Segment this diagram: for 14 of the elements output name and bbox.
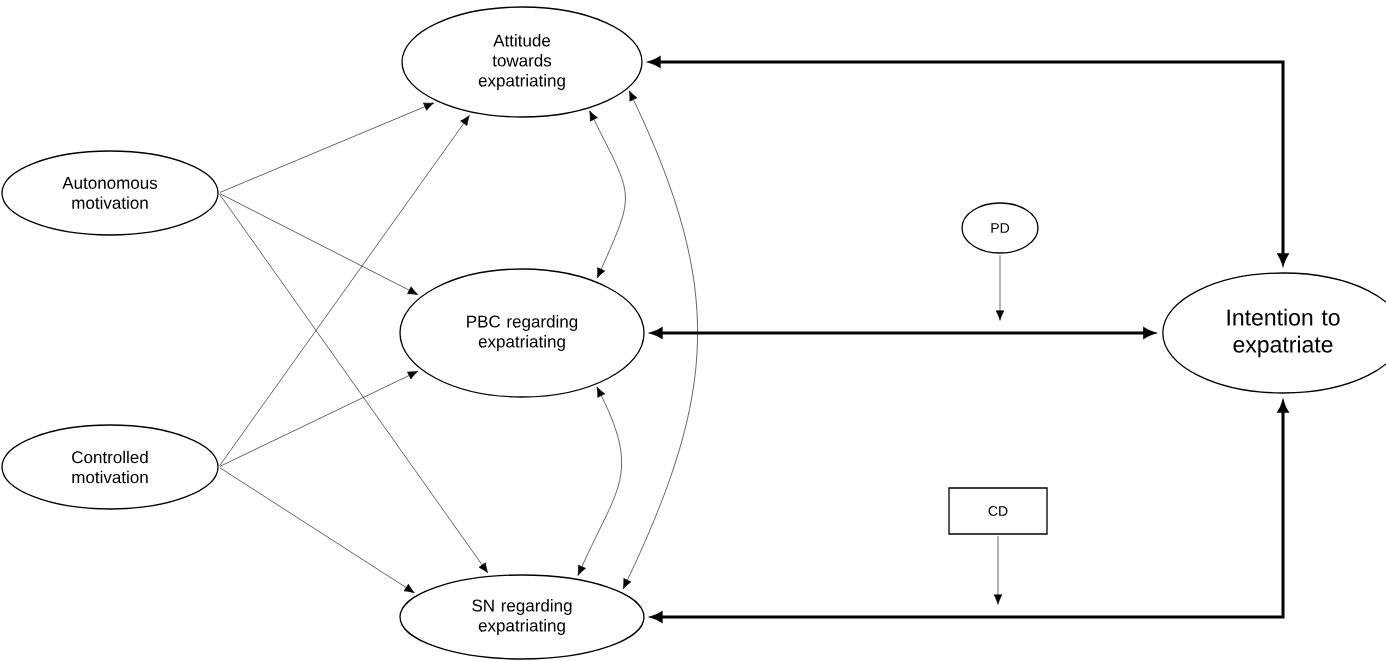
- arrow: [219, 467, 415, 594]
- arrow: [993, 535, 1003, 605]
- arrow: [219, 371, 419, 467]
- arrow: [219, 193, 419, 295]
- arrow: [219, 102, 435, 193]
- arrow: [219, 193, 489, 574]
- arrow: [995, 254, 1005, 321]
- arrow: [219, 115, 470, 467]
- arrow: [622, 90, 698, 590]
- moderator-box: CD: [948, 487, 1048, 535]
- arrow: [589, 110, 626, 279]
- arrow: [649, 56, 1289, 265]
- arrow: [577, 386, 622, 576]
- arrow: [651, 327, 1155, 339]
